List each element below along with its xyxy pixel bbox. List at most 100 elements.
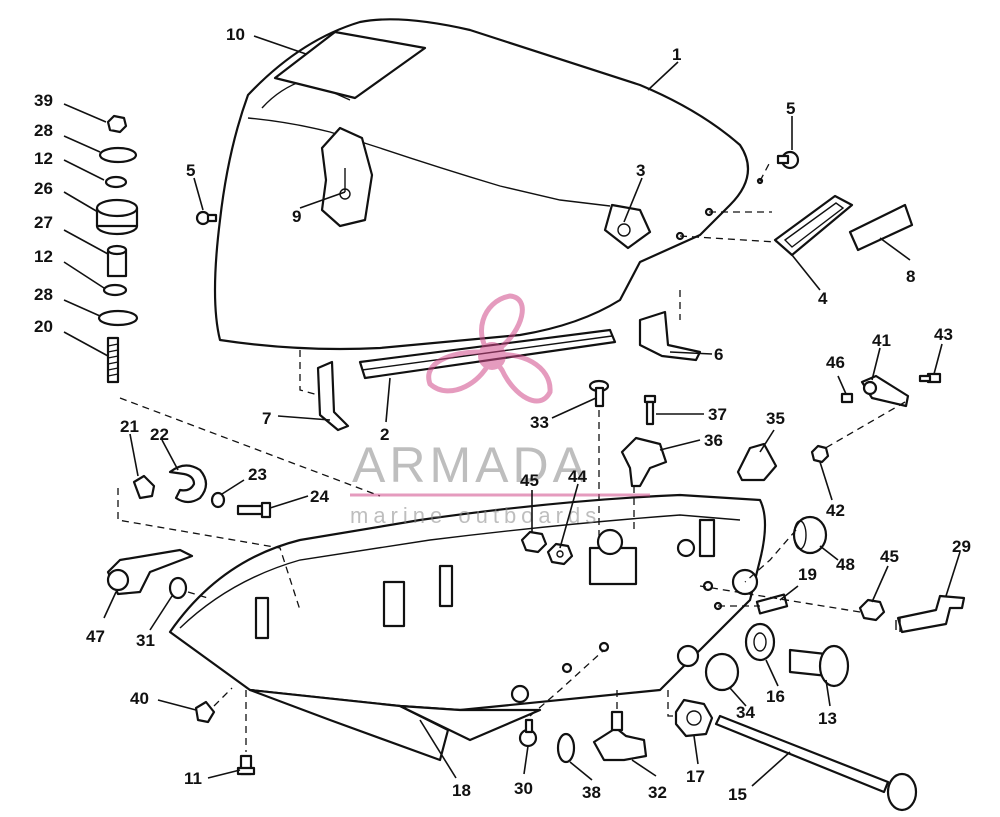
fitting-17 <box>674 698 714 738</box>
rubber-block-35 <box>736 442 778 482</box>
callout-38: 38 <box>582 783 601 802</box>
screw-5-left <box>195 210 218 226</box>
grille-pad-4 <box>773 194 854 257</box>
callout-29: 29 <box>952 537 971 556</box>
callout-23: 23 <box>248 465 267 484</box>
callout-42: 42 <box>826 501 845 520</box>
callout-2: 2 <box>380 425 389 444</box>
propeller-logo-icon <box>350 293 650 497</box>
callout-12-top: 12 <box>34 149 53 168</box>
callout-47: 47 <box>86 627 105 646</box>
engine-cover-lower <box>168 493 767 762</box>
callout-41: 41 <box>872 331 891 350</box>
screw-24 <box>236 501 272 519</box>
washer-12-bottom <box>102 283 128 297</box>
callout-12-bottom: 12 <box>34 247 53 266</box>
callout-36: 36 <box>704 431 723 450</box>
callout-20: 20 <box>34 317 53 336</box>
spacer-27 <box>106 244 128 278</box>
bracket-36 <box>620 436 668 488</box>
spring-clip-22 <box>168 464 208 504</box>
callout-8: 8 <box>906 267 915 286</box>
callout-45-outer: 45 <box>880 547 899 566</box>
bolt-43 <box>918 372 942 384</box>
clip-21 <box>132 474 156 500</box>
callout-31: 31 <box>136 631 155 650</box>
knob-13 <box>788 644 850 688</box>
callout-21: 21 <box>120 417 139 436</box>
callout-34: 34 <box>736 703 755 722</box>
washer-12-top <box>104 175 128 189</box>
latch-bracket-7 <box>316 360 350 432</box>
callout-labels: 1 2 3 4 5 5 6 7 8 9 10 11 12 12 13 15 16… <box>34 25 971 804</box>
callout-5-right: 5 <box>786 99 795 118</box>
callout-16: 16 <box>766 687 785 706</box>
callout-15: 15 <box>728 785 747 804</box>
callout-39: 39 <box>34 91 53 110</box>
callout-33: 33 <box>530 413 549 432</box>
callout-43: 43 <box>934 325 953 344</box>
nut-42 <box>810 444 830 464</box>
cap-34 <box>704 652 740 692</box>
washer-28-bottom <box>97 309 139 327</box>
callout-35: 35 <box>766 409 785 428</box>
callout-46: 46 <box>826 353 845 372</box>
clip-40 <box>194 700 216 724</box>
connector-32 <box>592 710 648 762</box>
callout-6: 6 <box>714 345 723 364</box>
washer-28-top <box>98 146 138 164</box>
grommet-26 <box>95 198 139 236</box>
callout-28-top: 28 <box>34 121 53 140</box>
callout-10: 10 <box>226 25 245 44</box>
fitting-30 <box>518 718 538 748</box>
callout-11: 11 <box>184 769 202 788</box>
lever-41 <box>860 374 910 408</box>
bolt-46 <box>840 392 854 404</box>
watermark-brand: ARMADA <box>352 437 590 493</box>
leader-lines <box>63 35 961 787</box>
callout-18: 18 <box>452 781 471 800</box>
washer-23 <box>210 491 226 509</box>
watermark-tagline: marine outboards <box>350 503 601 528</box>
nut-44 <box>546 542 574 566</box>
handle-29 <box>895 594 966 634</box>
callout-27: 27 <box>34 213 53 232</box>
callout-7: 7 <box>262 409 271 428</box>
callout-28-bottom: 28 <box>34 285 53 304</box>
latch-bracket-6 <box>638 310 702 362</box>
callout-26: 26 <box>34 179 53 198</box>
nut-39 <box>106 114 128 134</box>
plug-48 <box>792 515 828 555</box>
callout-45-inner: 45 <box>520 471 539 490</box>
hardware-stack-left <box>95 114 139 384</box>
callout-32: 32 <box>648 783 667 802</box>
washer-38 <box>556 732 576 764</box>
screw-5-right <box>776 150 800 170</box>
callout-44: 44 <box>568 467 587 486</box>
ring-16 <box>744 622 776 662</box>
lever-47 <box>106 548 194 596</box>
watermark: ARMADA marine outboards <box>350 293 650 528</box>
callout-22: 22 <box>150 425 169 444</box>
callout-37: 37 <box>708 405 727 424</box>
label-strip-8 <box>848 203 914 252</box>
rod-15 <box>714 714 918 812</box>
callout-1: 1 <box>672 45 681 64</box>
callout-24: 24 <box>310 487 329 506</box>
stud-20 <box>106 336 120 384</box>
bolt-33 <box>588 379 610 408</box>
callout-5-left: 5 <box>186 161 195 180</box>
callout-48: 48 <box>836 555 855 574</box>
engine-cover-upper <box>213 18 764 351</box>
callout-3: 3 <box>636 161 645 180</box>
callout-30: 30 <box>514 779 533 798</box>
callout-19: 19 <box>798 565 817 584</box>
callout-13: 13 <box>818 709 837 728</box>
callout-17: 17 <box>686 767 705 786</box>
nut-45-outer <box>858 598 886 622</box>
nut-45-inner <box>520 530 548 554</box>
callout-40: 40 <box>130 689 149 708</box>
callout-4: 4 <box>818 289 828 308</box>
